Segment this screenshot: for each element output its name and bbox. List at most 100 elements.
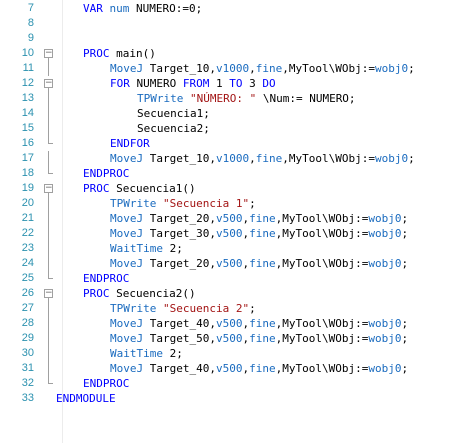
code-token: 1 [209,77,230,90]
line-number: 15 [21,122,34,134]
code-token: NUMERO:=0; [129,2,203,15]
line-number: 8 [27,17,34,29]
keyword-token: FOR [110,77,130,90]
line-number: 11 [22,62,34,74]
line-number: 19 [21,182,34,194]
code-text: MoveJ Target_10,v1000,fine,MyTool\WObj:=… [110,61,415,76]
identifier-token: TPWrite [110,302,157,315]
identifier-token: fine [255,152,283,165]
code-token: , [242,362,250,375]
code-token: Target_10, [143,62,216,75]
fold-guide [48,301,49,316]
fold-guide [48,91,49,106]
identifier-token: wobj0 [368,257,402,270]
code-text: Secuencia1; [137,106,210,121]
line-number: 30 [21,347,34,359]
code-line[interactable]: 11 MoveJ Target_10,v1000,fine,MyTool\WObj… [0,61,462,76]
line-number: 26 [21,287,34,299]
code-token: Target_10, [143,152,216,165]
code-line[interactable]: 9 [0,31,462,46]
identifier-token: fine [249,257,276,270]
code-token: ; [401,362,409,375]
fold-guide [48,331,49,346]
code-token: , [242,317,250,330]
identifier-token: wobj0 [368,332,402,345]
code-text: FOR NUMERO FROM 1 TO 3 DO [110,76,276,91]
fold-guide [48,226,49,241]
code-line[interactable]: 30 WaitTime 2; [0,346,462,361]
code-token: ,MyTool\WObj:= [275,227,369,240]
keyword-token: PROC [83,182,110,195]
fold-end-marker [48,383,53,384]
code-text: MoveJ Target_20,v500,fine,MyTool\WObj:=w… [110,256,408,271]
identifier-token: MoveJ [110,332,144,345]
line-number: 31 [21,362,34,374]
identifier-token: WaitTime [110,347,163,360]
code-token: ,MyTool\WObj:= [275,212,369,225]
code-line[interactable]: 26−PROC Secuencia2() [0,286,462,301]
fold-guide [48,192,49,196]
fold-end-marker [48,173,53,174]
code-token: ,MyTool\WObj:= [275,362,369,375]
code-text: TPWrite "Secuencia 2"; [110,301,256,316]
code-line[interactable]: 19−PROC Secuencia1() [0,181,462,196]
code-text: TPWrite "Secuencia 1"; [110,196,256,211]
code-line[interactable]: 31 MoveJ Target_40,v500,fine,MyTool\WObj:… [0,361,462,376]
code-text: ENDPROC [83,376,129,391]
code-text: ENDMODULE [56,391,116,406]
identifier-token: MoveJ [110,257,144,270]
identifier-token: wobj0 [374,62,409,75]
code-token [156,197,163,210]
code-line[interactable]: 8 [0,16,462,31]
code-line[interactable]: 10−PROC main() [0,46,462,61]
code-line[interactable]: 7 VAR num NUMERO:=0; [0,1,462,16]
fold-guide [48,346,49,361]
code-text: MoveJ Target_20,v500,fine,MyTool\WObj:=w… [110,211,408,226]
fold-end-marker [48,143,53,144]
identifier-token: fine [249,332,276,345]
identifier-token: wobj0 [368,362,402,375]
fold-guide [48,121,49,136]
line-number: 16 [21,137,34,149]
code-token: , [249,62,256,75]
keyword-token: ENDPROC [83,272,130,285]
code-text: MoveJ Target_30,v500,fine,MyTool\WObj:=w… [110,226,408,241]
identifier-token: MoveJ [110,152,144,165]
code-line[interactable]: 32 ENDPROC [0,376,462,391]
keyword-token: PROC [83,47,110,60]
fold-end-marker [48,278,53,279]
code-token: , [242,212,250,225]
identifier-token: MoveJ [110,317,144,330]
line-number: 10 [21,47,34,59]
line-number: 32 [21,377,34,389]
code-line[interactable]: 12−FOR NUMERO FROM 1 TO 3 DO [0,76,462,91]
code-token: 2; [162,347,183,360]
fold-guide [48,87,49,91]
keyword-token: ENDPROC [83,377,130,390]
fold-guide [48,241,49,256]
code-text: MoveJ Target_40,v500,fine,MyTool\WObj:=w… [110,361,408,376]
code-text: VAR num NUMERO:=0; [83,1,202,16]
fold-guide [48,106,49,121]
code-token: Target_40, [143,317,216,330]
line-number: 9 [27,32,34,44]
line-number: 7 [27,2,34,14]
code-token: ,MyTool\WObj:= [275,257,369,270]
